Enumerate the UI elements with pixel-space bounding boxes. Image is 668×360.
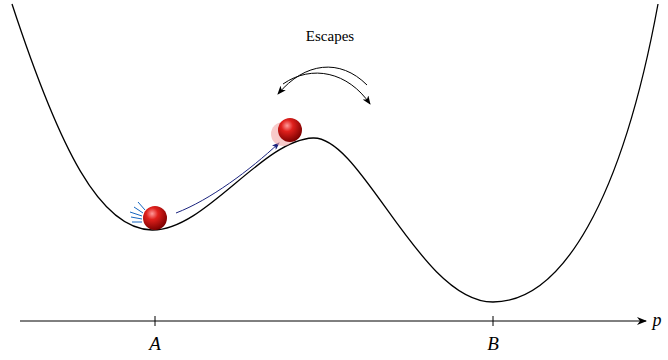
- p-axis: [20, 321, 646, 322]
- tick-mark: [493, 316, 494, 326]
- escape-arrow: [278, 67, 367, 94]
- label-holder: A: [149, 333, 161, 355]
- ball: [278, 118, 302, 142]
- escape-arrow: [283, 73, 370, 104]
- trajectory-arrow: [176, 143, 279, 213]
- ball: [143, 206, 167, 230]
- point-label: A: [149, 333, 161, 354]
- tick-mark: [155, 316, 156, 326]
- label-holder: B: [487, 333, 499, 355]
- axis-label: p: [653, 310, 662, 330]
- label-holder: Escapes: [306, 27, 354, 45]
- point-label: B: [487, 333, 499, 354]
- motion-lines: [130, 202, 145, 222]
- label-holder: p: [653, 310, 662, 331]
- escapes-label: Escapes: [306, 28, 354, 44]
- potential-curve: [12, 4, 658, 302]
